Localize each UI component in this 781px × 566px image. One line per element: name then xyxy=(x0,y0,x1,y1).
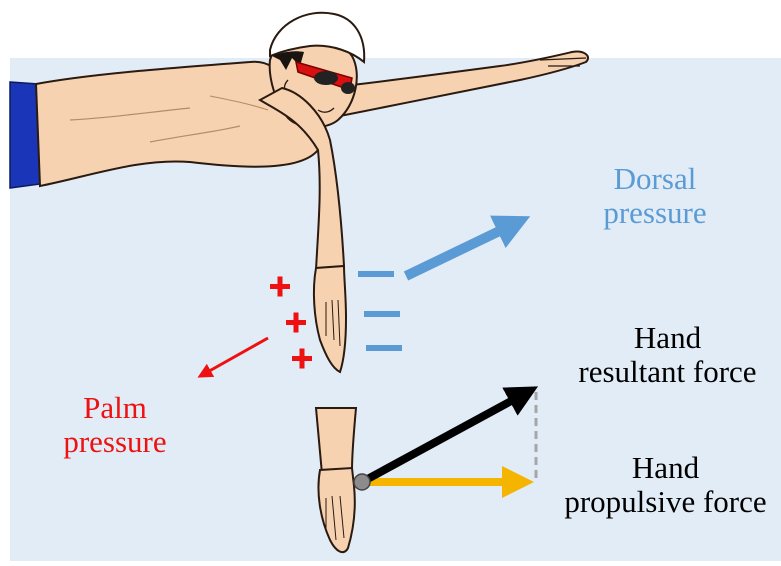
palm-label-line2: pressure xyxy=(40,425,190,459)
hand-resultant-force-label: Hand resultant force xyxy=(560,321,775,389)
palm-label-line1: Palm xyxy=(40,391,190,425)
swim-trunks xyxy=(10,82,40,188)
dorsal-label-line2: pressure xyxy=(585,196,725,230)
dorsal-pressure-label: Dorsal pressure xyxy=(585,162,725,230)
detail-wrist xyxy=(316,408,356,474)
propulsive-label-line2: propulsive force xyxy=(550,485,781,519)
palm-pressure-label: Palm pressure xyxy=(40,391,190,459)
propulsive-label-line1: Hand xyxy=(550,451,781,485)
hand-joint-point xyxy=(354,474,370,490)
dorsal-label-line1: Dorsal xyxy=(585,162,725,196)
resultant-label-line2: resultant force xyxy=(560,355,775,389)
hand-propulsive-force-label: Hand propulsive force xyxy=(550,451,781,519)
resultant-label-line1: Hand xyxy=(560,321,775,355)
